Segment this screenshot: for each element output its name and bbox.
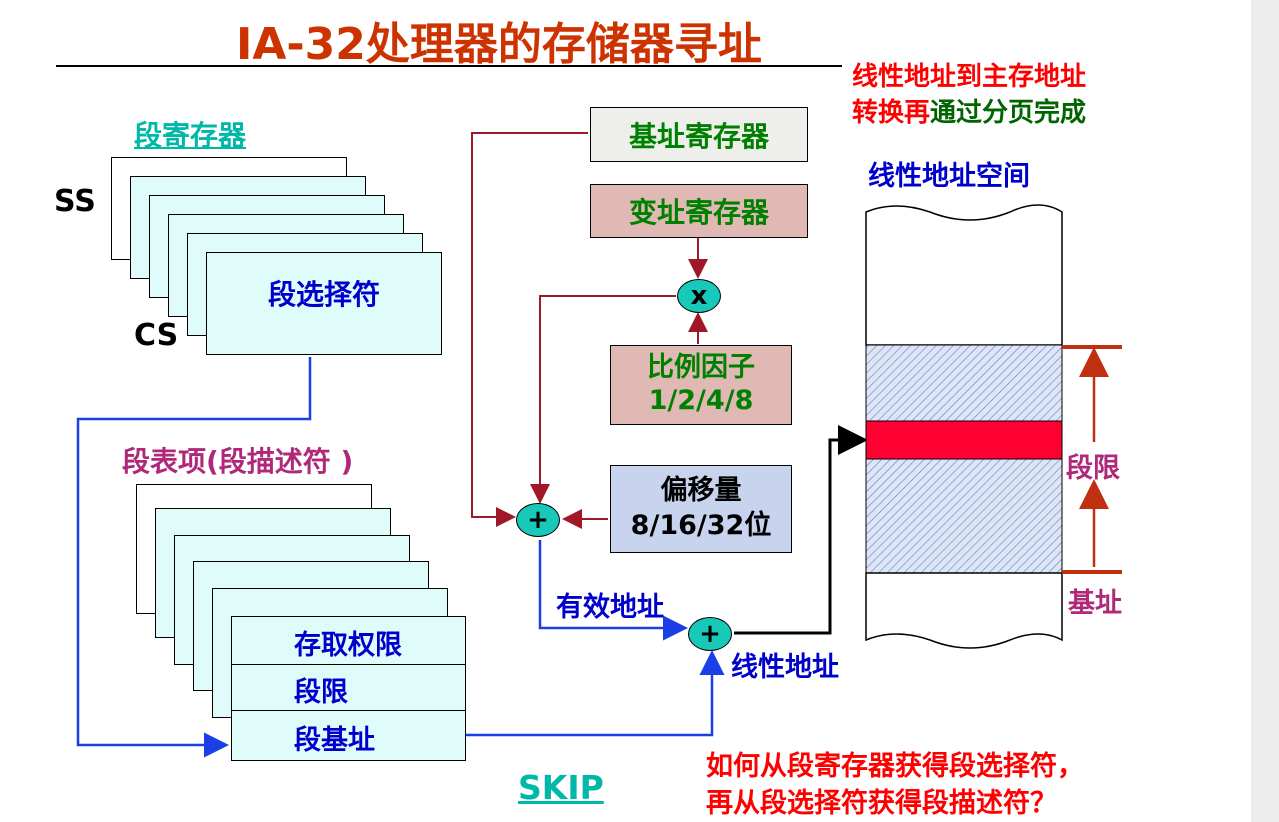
segment-limit-label: 段限 [1066,453,1120,484]
page-title: IA-32处理器的存储器寻址 [236,19,762,70]
ss-label: SS [54,184,96,219]
offset-label: 偏移量 [660,475,742,506]
note-line-2-red: 转换再 [852,98,931,128]
descriptor-heading: 段表项(段描述符 ) [122,445,354,478]
base-to-adder-arrow [471,132,588,527]
base-register-box: 基址寄存器 [590,107,808,162]
descriptor-entry: 存取权限 段限 段基址 [231,616,466,761]
question-line-1: 如何从段寄存器获得段选择符， [706,751,1084,782]
segment-selector-label: 段选择符 [267,278,380,311]
descriptor-row-base: 段基址 [232,711,465,761]
memory-column-bottom [865,572,1063,649]
adder-linear-node: + [688,617,732,651]
cs-label: CS [134,318,179,353]
descriptor-access-label: 存取权限 [294,630,402,661]
offset-box: 偏移量 8/16/32位 [610,465,792,553]
descriptor-base-label: 段基址 [294,725,375,756]
linear-space-heading: 线性地址空间 [868,161,1030,192]
note-line-1: 线性地址到主存地址 [852,62,1087,92]
segment-register-heading: 段寄存器 [134,119,247,152]
selector-to-descriptor-line [76,357,312,758]
index-register-box: 变址寄存器 [590,184,808,238]
scale-factor-label: 比例因子 [647,352,755,383]
scale-factor-values: 1/2/4/8 [648,385,754,416]
descriptor-limit-label: 段限 [294,677,348,708]
effective-address-label: 有效地址 [556,592,664,623]
segment-base-label: 基址 [1068,588,1122,619]
descriptor-row-limit: 段限 [232,665,465,711]
memory-column-top [865,204,1063,346]
multiply-to-adder-arrow [530,295,676,504]
target-address-band [865,420,1063,460]
index-register-label: 变址寄存器 [628,196,769,229]
segbase-to-adder-arrow [466,650,725,737]
linear-address-space [865,204,1063,649]
offset-sizes: 8/16/32位 [630,510,772,541]
segment-register-cs: 段选择符 [206,252,442,355]
adder-effective-node: + [516,503,560,537]
linear-address-arrow [734,425,868,635]
effective-address-arrow [538,540,688,641]
scale-factor-box: 比例因子 1/2/4/8 [610,345,792,425]
question-line-2: 再从段选择符获得段描述符？ [706,788,1057,819]
skip-link[interactable]: SKIP [518,768,604,807]
note-line-2-green: 通过分页完成 [930,98,1087,128]
linear-address-label: 线性地址 [731,652,839,683]
multiply-node: x [677,279,721,313]
note-line-2: 转换再通过分页完成 [852,92,1086,129]
scrollbar-track[interactable] [1251,0,1279,822]
descriptor-row-access: 存取权限 [232,617,465,665]
base-register-label: 基址寄存器 [628,119,769,153]
